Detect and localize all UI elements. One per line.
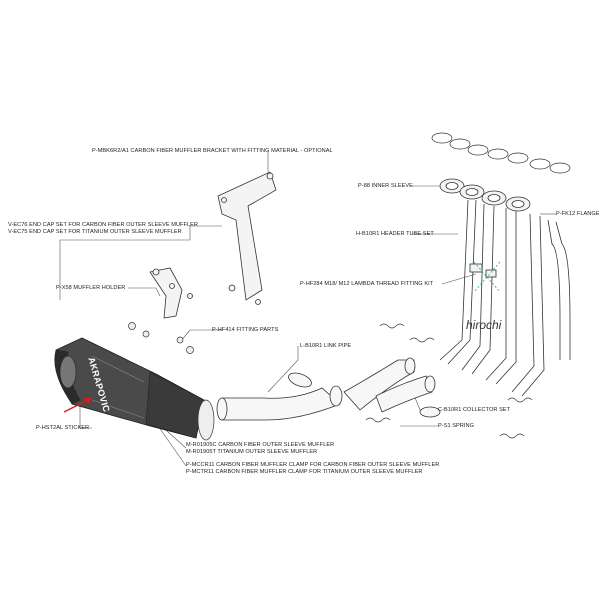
label-outer-carbon: M-R01905C CARBON FIBER OUTER SLEEVE MUFF… xyxy=(186,442,335,448)
gaskets-part xyxy=(431,132,571,174)
fitting-parts-part xyxy=(128,322,194,354)
label-spring: P-S1 SPRING xyxy=(438,423,474,429)
link-pipe-part xyxy=(216,385,343,421)
label-muffler-holder: P-X58 MUFFLER HOLDER xyxy=(56,285,126,291)
label-link-pipe: L-B10R1 LINK PIPE xyxy=(300,343,352,349)
lambda-fitting-part xyxy=(469,261,501,293)
muffler-part xyxy=(54,337,215,441)
sticker-arrow xyxy=(63,397,93,413)
label-endcap-titanium: V-EC75 END CAP SET FOR TITANIUM OUTER SL… xyxy=(8,229,182,235)
label-header-tube: H-B10R1 HEADER TUBE SET xyxy=(356,231,434,237)
label-inner-sleeve: P-88 INNER SLEEVE xyxy=(358,183,413,189)
label-clamp-titanium: P-MCTR11 CARBON FIBER MUFFLER CLAMP FOR … xyxy=(186,469,423,475)
collector-part xyxy=(288,357,441,418)
header-tubes-part xyxy=(439,199,571,397)
label-fitting-parts: P-HF414 FITTING PARTS xyxy=(212,327,279,333)
springs-part xyxy=(365,323,533,439)
label-collector: C-B10R1 COLLECTOR SET xyxy=(438,407,511,413)
muffler-bracket-part xyxy=(217,171,277,305)
label-flange: P-FK12 FLANGE xyxy=(556,211,600,217)
muffler-holder-part xyxy=(149,267,193,319)
label-lambda: P-HF284 M18/ M12 LAMBDA THREAD FITTING K… xyxy=(300,281,434,287)
watermark: hirochi xyxy=(466,318,502,332)
label-endcap-carbon: V-EC76 END CAP SET FOR CARBON FIBER OUTE… xyxy=(8,222,199,228)
label-sticker: P-HST2AL STICKER xyxy=(36,425,90,431)
label-outer-titanium: M-R01905T TITANIUM OUTER SLEEVE MUFFLER xyxy=(186,449,318,455)
label-bracket: P-MBK6R2/A1 CARBON FIBER MUFFLER BRACKET… xyxy=(92,148,333,154)
flanges-part xyxy=(439,178,531,212)
label-clamp-carbon: P-MCCR11 CARBON FIBER MUFFLER CLAMP FOR … xyxy=(186,462,440,468)
